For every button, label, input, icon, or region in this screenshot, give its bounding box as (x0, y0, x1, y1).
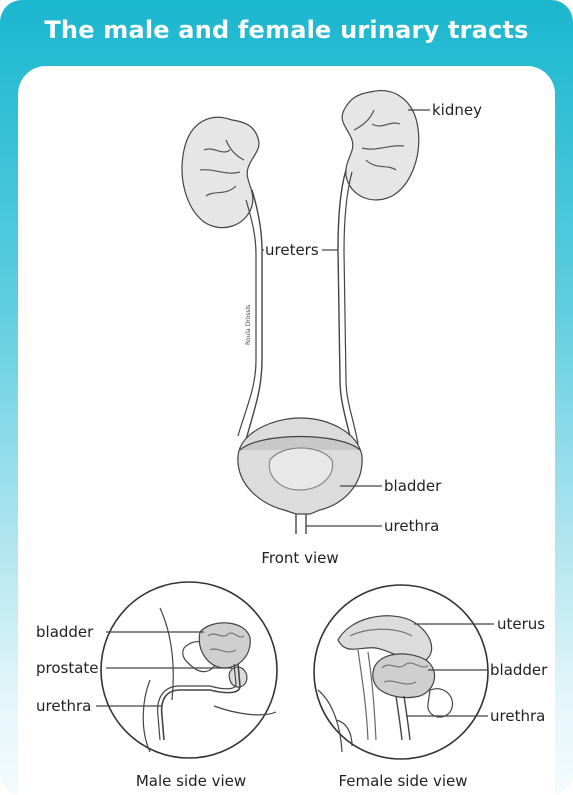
female-urethra-label: urethra (490, 707, 545, 725)
illustrator-credit: Roula Drossis (245, 305, 252, 345)
front-urethra-label: urethra (384, 517, 439, 535)
male-view-circle (101, 582, 277, 758)
left-kidney (182, 117, 259, 227)
right-ureter-outer (344, 172, 358, 444)
male-urethra-label: urethra (36, 697, 91, 715)
right-kidney (342, 91, 419, 200)
front-urethra (296, 514, 306, 534)
front-view-drawing (182, 91, 430, 534)
male-bladder-label: bladder (36, 623, 94, 641)
female-view-drawing (314, 585, 494, 759)
male-view-drawing (96, 582, 277, 758)
female-bladder-label: bladder (490, 661, 548, 679)
female-view-caption: Female side view (338, 772, 467, 790)
uterus-label: uterus (497, 615, 545, 633)
male-prostate-label: prostate (36, 659, 99, 677)
front-bladder-label: bladder (384, 477, 442, 495)
front-view-caption: Front view (261, 549, 338, 567)
male-view-caption: Male side view (136, 772, 246, 790)
female-bladder (373, 654, 435, 698)
kidney-label: kidney (432, 101, 482, 119)
ureters-label: ureters (265, 241, 319, 259)
